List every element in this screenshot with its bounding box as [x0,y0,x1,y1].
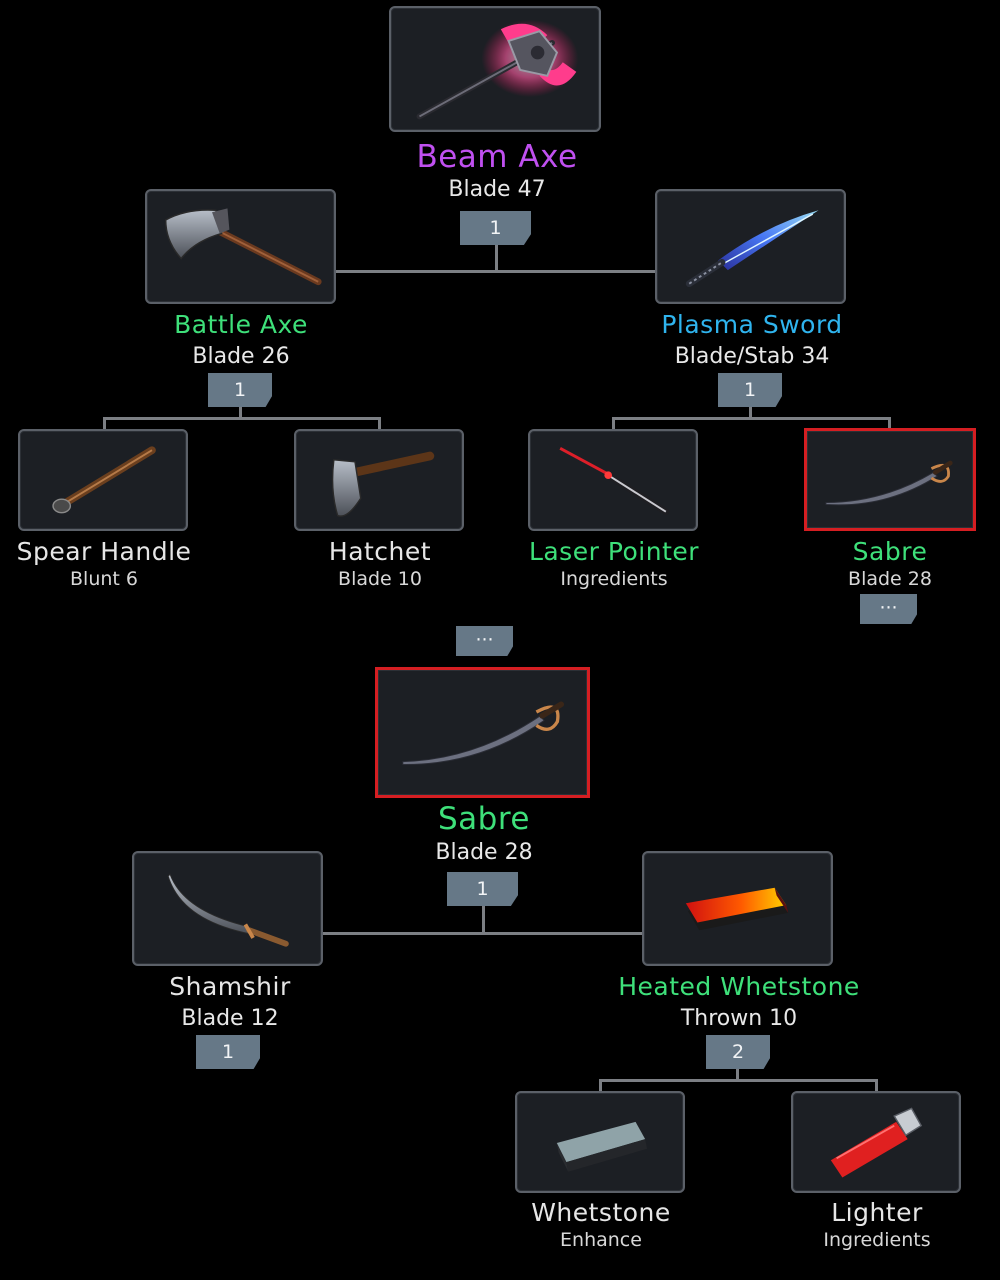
item-name: Heated Whetstone [618,972,860,1001]
item-name: Shamshir [169,972,291,1001]
item-stat: Ingredients [823,1229,931,1251]
recipe-node-sabre-root[interactable] [375,667,590,798]
plasma-sword-icon [685,210,819,288]
quantity-badge: 1 [447,872,518,906]
sabre-icon [402,701,565,765]
connector [599,1079,878,1082]
item-name: Lighter [831,1198,923,1227]
laser-pointer-icon [559,447,670,516]
item-stat: Blade 10 [338,568,422,590]
item-stat: Blunt 6 [70,568,138,590]
connector [103,417,381,420]
connector [888,417,891,431]
recipe-node-battle-axe[interactable] [145,189,336,304]
item-stat: Enhance [560,1229,642,1251]
item-name: Sabre [438,801,530,837]
item-stat: Blade 12 [181,1006,279,1031]
recipe-node-plasma-sword[interactable] [655,189,846,304]
spear-handle-icon [52,446,156,514]
shamshir-icon [167,873,289,947]
recipe-node-sabre-selected[interactable] [804,428,976,531]
item-name: Battle Axe [174,310,308,339]
recipe-node-hatchet[interactable] [294,429,464,531]
more-separator[interactable]: ··· [456,626,513,656]
item-name: Spear Handle [16,537,192,566]
item-name: Hatchet [328,537,432,566]
item-stat: Blade/Stab 34 [674,344,830,369]
connector [378,417,381,431]
hatchet-icon [331,451,435,517]
recipe-node-laser-pointer[interactable] [528,429,698,531]
connector [239,405,242,419]
item-stat: Blade 47 [448,177,546,202]
recipe-node-beam-axe[interactable] [389,6,601,132]
recipe-node-lighter[interactable] [791,1091,961,1193]
whetstone-icon [556,1121,648,1172]
connector [321,932,644,935]
connector [612,417,615,431]
recipe-node-spear-handle[interactable] [18,429,188,531]
item-name: Plasma Sword [661,310,843,339]
item-name: Laser Pointer [528,537,700,566]
item-stat: Blade 28 [435,840,533,865]
connector [612,417,891,420]
item-stat: Thrown 10 [680,1006,798,1031]
battle-axe-icon [164,208,322,286]
quantity-badge: 1 [718,373,782,407]
item-name: Sabre [852,537,928,566]
heated-whetstone-icon [685,887,789,931]
item-stat: Blade 26 [192,344,290,369]
connector [103,417,106,431]
item-name: Beam Axe [416,139,578,175]
connector [599,1079,602,1093]
lighter-icon [830,1107,923,1178]
recipe-node-shamshir[interactable] [132,851,323,966]
item-stat: Blade 28 [848,568,932,590]
connector [749,405,752,419]
recipe-node-heated-whetstone[interactable] [642,851,833,966]
connector [482,905,485,935]
connector [495,245,498,272]
expand-more-button[interactable]: ··· [860,594,917,624]
sabre-icon [825,460,953,506]
item-stat: Ingredients [560,568,668,590]
connector [875,1079,878,1093]
quantity-badge: 1 [196,1035,260,1069]
connector [736,1069,739,1081]
recipe-node-whetstone[interactable] [515,1091,685,1193]
connector [334,270,656,273]
beam-axe-icon [416,19,579,120]
quantity-badge: 1 [208,373,272,407]
item-name: Whetstone [531,1198,671,1227]
quantity-badge: 1 [460,211,531,245]
quantity-badge: 2 [706,1035,770,1069]
